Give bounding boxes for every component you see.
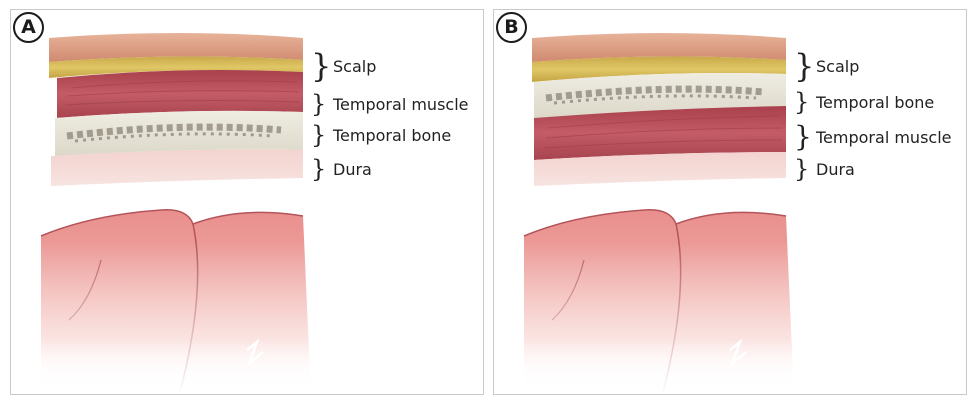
panel-b-badge: B — [496, 12, 527, 43]
panel-b: B } Scalp } — [493, 9, 967, 395]
panel-a-illustration — [11, 10, 484, 395]
label-dura: Dura — [333, 160, 372, 179]
temporal-muscle-brace: } — [794, 123, 812, 151]
label-temporal-muscle: Temporal muscle — [333, 95, 469, 114]
dura-brace: } — [311, 157, 326, 181]
temporal-muscle-brace: } — [311, 92, 326, 116]
panel-a-badge: A — [13, 12, 44, 43]
temporal-bone-brace: } — [794, 90, 809, 114]
label-scalp: Scalp — [816, 57, 859, 76]
label-temporal-bone: Temporal bone — [816, 93, 934, 112]
scalp-brace: } — [311, 50, 331, 82]
panel-b-illustration — [494, 10, 967, 395]
panel-a: A } Scalp } — [10, 9, 484, 395]
label-temporal-bone: Temporal bone — [333, 126, 451, 145]
temporal-bone-brace: } — [311, 123, 326, 147]
label-dura: Dura — [816, 160, 855, 179]
label-scalp: Scalp — [333, 57, 376, 76]
scalp-brace: } — [794, 50, 814, 82]
label-temporal-muscle: Temporal muscle — [816, 128, 952, 147]
dura-brace: } — [794, 157, 809, 181]
